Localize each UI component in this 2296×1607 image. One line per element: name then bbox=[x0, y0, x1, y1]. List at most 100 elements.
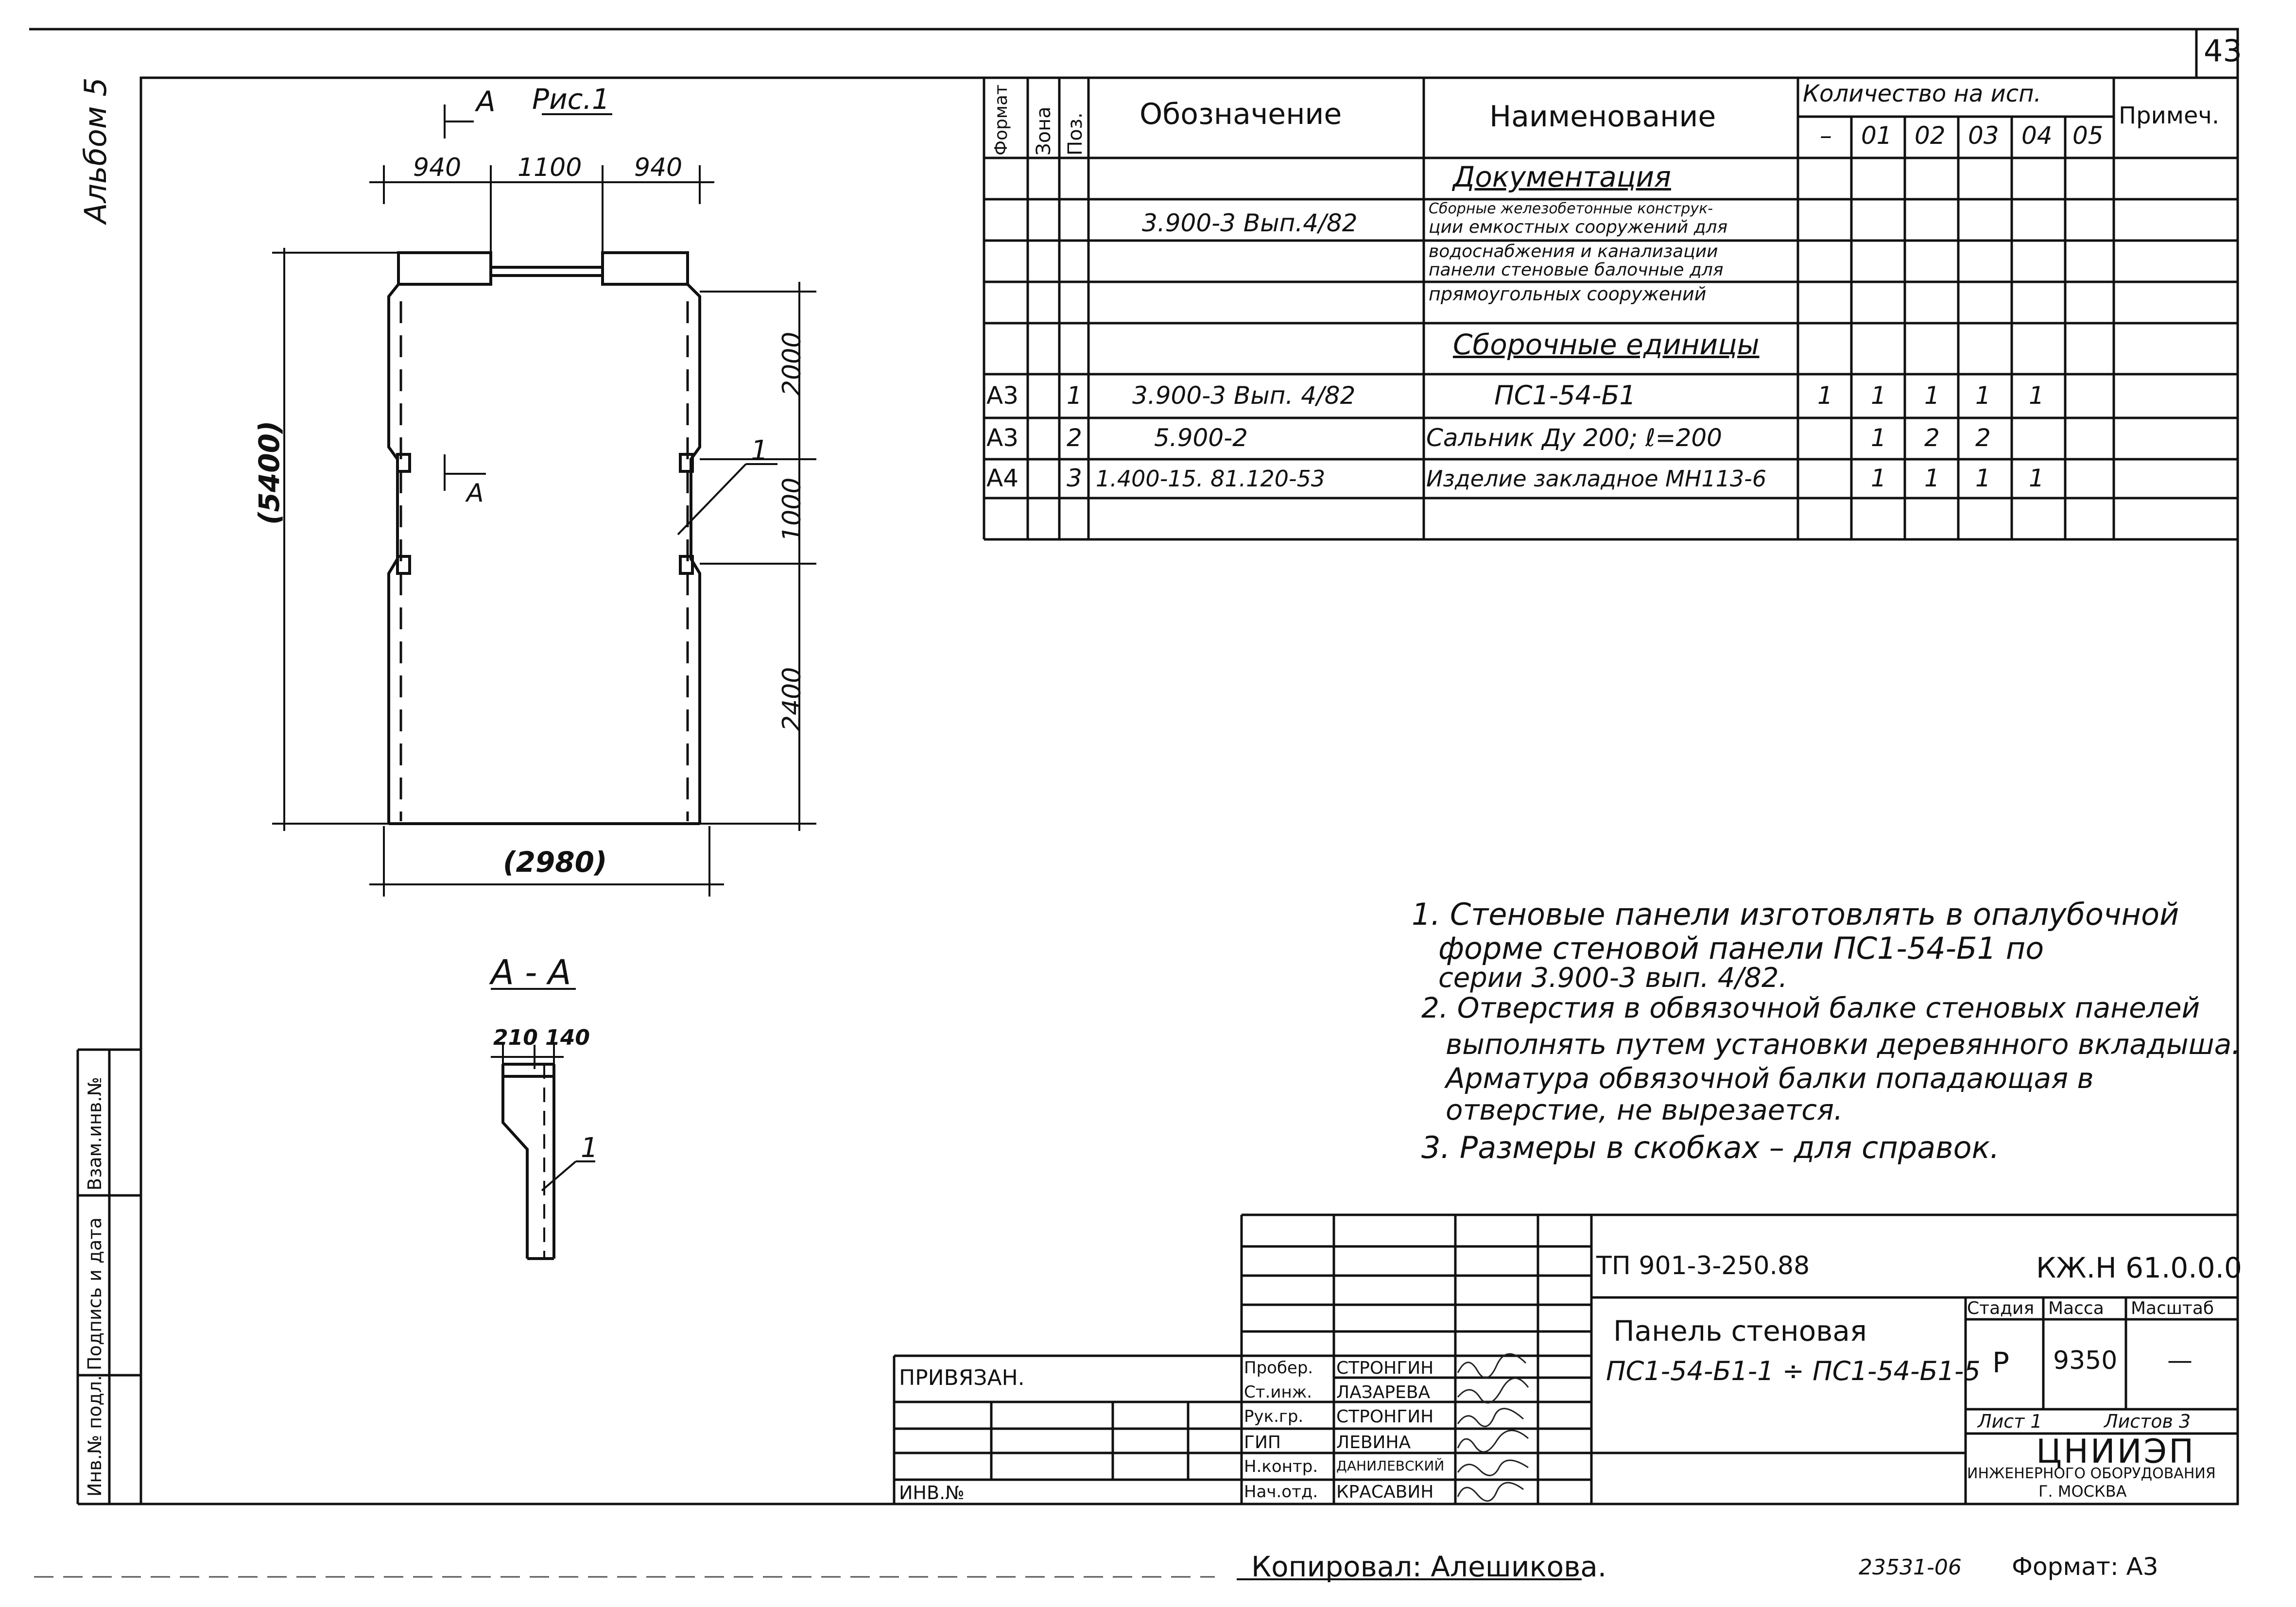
row1-q2: 1 bbox=[1924, 381, 1940, 410]
hdr-format: Формат bbox=[991, 84, 1011, 156]
row1-q4: 1 bbox=[2029, 381, 2044, 410]
role-3: Рук.гр. bbox=[1244, 1407, 1304, 1426]
album-label-text: Альбом 5 bbox=[78, 77, 113, 224]
row2-designation: 5.900-2 bbox=[1154, 424, 1248, 452]
row3-q1: 1 bbox=[1871, 464, 1886, 492]
scale-value: — bbox=[2167, 1346, 2192, 1375]
note-line-2: форме стеновой панели ПС1-54-Б1 по bbox=[1438, 931, 2044, 966]
row3-designation: 1.400-15. 81.120-53 bbox=[1096, 466, 1326, 492]
section-marker-top: А bbox=[476, 85, 496, 118]
row2-q3: 2 bbox=[1975, 424, 1991, 452]
inv-label: Инв.№ bbox=[899, 1482, 965, 1503]
hdr-zone: Зона bbox=[1033, 106, 1055, 156]
stage-value: Р bbox=[1992, 1346, 2009, 1379]
org-name: ЦНИИЭП bbox=[2036, 1433, 2196, 1471]
row1-designation: 3.900-3 Вып. 4/82 bbox=[1132, 381, 1356, 410]
dim-right-1: 2000 bbox=[777, 331, 807, 396]
role-4: ГИП bbox=[1244, 1433, 1281, 1452]
format-label: Формат: А3 bbox=[2012, 1553, 2158, 1581]
row1-q0: 1 bbox=[1817, 381, 1833, 410]
dim-top-3: 940 bbox=[634, 153, 683, 182]
scale-label: Масштаб bbox=[2131, 1298, 2214, 1318]
row1-format: А3 bbox=[986, 381, 1019, 410]
row2-name: Сальник Ду 200; ℓ=200 bbox=[1426, 424, 1722, 452]
mass-label: Масса bbox=[2048, 1298, 2104, 1318]
dim-right-2: 1000 bbox=[777, 477, 807, 542]
doc-line-3: водоснабжения и канализации bbox=[1429, 242, 1718, 261]
side-stamp: Инв.№ подл. Подпись и дата Взам.инв.№ bbox=[82, 1050, 108, 1502]
note-line-3: серии 3.900-3 вып. 4/82. bbox=[1438, 962, 1788, 994]
drawing-code: КЖ.Н 61.0.0.0 bbox=[2036, 1251, 2242, 1284]
note-line-5: выполнять путем установки деревянного вк… bbox=[1446, 1028, 2241, 1061]
row1-q1: 1 bbox=[1871, 381, 1886, 410]
hdr-designation: Обозначение bbox=[1139, 97, 1342, 131]
note-line-1: 1. Стеновые панели изготовлять в опалубо… bbox=[1412, 897, 2179, 932]
hdr-qty-2: 02 bbox=[1915, 121, 1946, 150]
doc-line-2: ции емкостных сооружений для bbox=[1429, 217, 1728, 237]
row3-q2: 1 bbox=[1924, 464, 1940, 492]
dim-right-3: 2400 bbox=[777, 667, 807, 731]
doc-line-4: панели стеновые балочные для bbox=[1429, 260, 1724, 280]
project-number: ТП 901-3-250.88 bbox=[1596, 1251, 1810, 1280]
note-line-7: отверстие, не вырезается. bbox=[1446, 1093, 1843, 1126]
doc-designation: 3.900-3 Вып.4/82 bbox=[1142, 209, 1358, 237]
page-number: 43 bbox=[2204, 33, 2242, 69]
section-asm: Сборочные единицы bbox=[1453, 328, 1760, 361]
hdr-name: Наименование bbox=[1489, 100, 1716, 134]
row3-q3: 1 bbox=[1975, 464, 1991, 492]
doc-line-5: прямоугольных сооружений bbox=[1429, 283, 1707, 305]
hdr-qty: Количество на исп. bbox=[1803, 80, 2041, 107]
section-dims: 210 140 bbox=[493, 1025, 590, 1050]
hdr-pos: Поз. bbox=[1064, 112, 1087, 156]
stage-label: Стадия bbox=[1967, 1298, 2035, 1318]
side-stamp-inv: Инв.№ подл. bbox=[84, 1375, 105, 1497]
section-marker-left: А bbox=[466, 479, 484, 508]
hdr-qty-5: 05 bbox=[2072, 121, 2104, 150]
side-stamp-sign: Подпись и дата bbox=[84, 1217, 105, 1370]
row2-q1: 1 bbox=[1871, 424, 1886, 452]
org-line-3: г. Москва bbox=[2038, 1482, 2127, 1501]
dim-width: (2980) bbox=[503, 846, 607, 879]
view-title: Рис.1 bbox=[532, 83, 610, 116]
role-2: Ст.инж. bbox=[1244, 1382, 1312, 1402]
dim-top-2: 1100 bbox=[518, 153, 582, 182]
sheet-count: Листов 3 bbox=[2104, 1411, 2191, 1432]
row2-pos: 2 bbox=[1067, 424, 1082, 452]
role-3-name: Стронгин bbox=[1336, 1407, 1434, 1427]
doc-line-1: Сборные железобетонные конструк- bbox=[1429, 200, 1713, 217]
bound-label: Привязан. bbox=[899, 1365, 1025, 1390]
hdr-qty-4: 04 bbox=[2021, 121, 2053, 150]
role-5-name: Данилевский bbox=[1336, 1458, 1445, 1474]
row1-q3: 1 bbox=[1975, 381, 1991, 410]
role-1-name: Стронгин bbox=[1336, 1358, 1434, 1378]
row2-format: А3 bbox=[986, 424, 1019, 452]
note-line-4: 2. Отверстия в обвязочной балке стеновых… bbox=[1421, 991, 2200, 1024]
role-4-name: Левина bbox=[1336, 1433, 1411, 1452]
row3-q4: 1 bbox=[2029, 464, 2044, 492]
sheet-frame bbox=[139, 76, 2239, 1505]
role-6: Нач.отд. bbox=[1244, 1482, 1318, 1502]
row3-name: Изделие закладное МН113-6 bbox=[1426, 466, 1767, 492]
role-5: Н.контр. bbox=[1244, 1457, 1318, 1476]
row2-q2: 2 bbox=[1924, 424, 1940, 452]
sheet-number: Лист 1 bbox=[1978, 1411, 2042, 1432]
org-line-2: инженерного оборудования bbox=[1967, 1465, 2216, 1482]
role-2-name: Лазарева bbox=[1336, 1382, 1431, 1402]
section-a-a bbox=[501, 1063, 555, 1260]
note-line-8: 3. Размеры в скобках – для справок. bbox=[1421, 1130, 2000, 1165]
section-docs: Документация bbox=[1453, 160, 1671, 193]
dim-height: (5400) bbox=[253, 420, 286, 525]
row3-pos: 3 bbox=[1067, 464, 1082, 492]
row1-name: ПС1-54-Б1 bbox=[1494, 380, 1636, 411]
section-title: А - А bbox=[491, 952, 571, 992]
doc-number: 23531-06 bbox=[1859, 1555, 1962, 1580]
hdr-qty-0: – bbox=[1820, 121, 1832, 150]
copied-by: Копировал: Алешикова. bbox=[1251, 1550, 1607, 1583]
dim-top-1: 940 bbox=[413, 153, 462, 182]
album-label: Альбом 5 bbox=[78, 77, 113, 224]
section-leader-label: 1 bbox=[581, 1132, 598, 1164]
side-stamp-swap: Взам.инв.№ bbox=[84, 1077, 105, 1191]
leader-label-1: 1 bbox=[751, 435, 768, 467]
role-6-name: Красавин bbox=[1336, 1482, 1434, 1502]
